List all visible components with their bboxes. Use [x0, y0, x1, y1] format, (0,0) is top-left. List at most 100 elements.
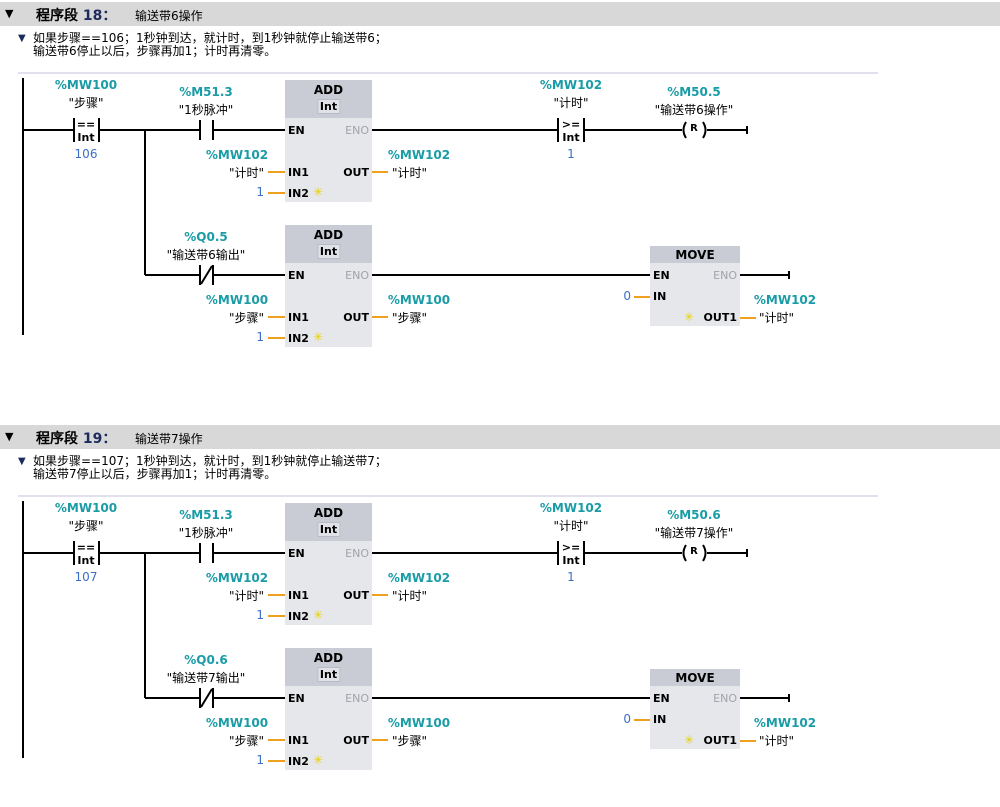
network-header[interactable]: ▼ 程序段 18： 输送带6操作: [0, 2, 1000, 26]
compare-eq-symbol[interactable]: "步骤": [68, 96, 104, 110]
add-instruction-name: ADD: [313, 506, 344, 520]
add-in2-value[interactable]: 1: [256, 608, 264, 622]
collapse-triangle-icon[interactable]: ▼: [5, 430, 14, 443]
compare-ge-operator[interactable]: >=: [561, 541, 581, 554]
contact-no-address[interactable]: %M51.3: [179, 85, 233, 99]
network-comment[interactable]: ▼ 如果步骤==106；1秒钟到达，就计时，到1秒钟就停止输送带6； 输送带6停…: [18, 32, 878, 74]
move-box[interactable]: MOVE EN ENO IN ✳ OUT1: [650, 669, 740, 749]
add-in1-address[interactable]: %MW102: [205, 148, 269, 162]
add-in1-address[interactable]: %MW102: [205, 571, 269, 585]
pin-en: EN: [288, 692, 305, 705]
pin-eno: ENO: [345, 269, 369, 282]
add-out-address[interactable]: %MW102: [387, 571, 451, 585]
contact-no-symbol[interactable]: "1秒脉冲": [178, 526, 234, 540]
pin-out: OUT: [343, 589, 369, 602]
add-out-address[interactable]: %MW100: [387, 716, 451, 730]
add-out-symbol[interactable]: "步骤": [392, 311, 428, 325]
add-input-star-icon[interactable]: ✳: [313, 608, 324, 622]
add-box-step[interactable]: ADD Int EN ENO IN1 OUT IN2 ✳: [285, 225, 372, 347]
reset-coil[interactable]: R: [690, 123, 698, 134]
network-header[interactable]: ▼ 程序段 19： 输送带7操作: [0, 425, 1000, 449]
comment-collapse-icon[interactable]: ▼: [18, 456, 26, 467]
pin-in2: IN2: [288, 332, 309, 345]
compare-eq-type[interactable]: Int: [77, 554, 95, 567]
reset-coil[interactable]: R: [690, 546, 698, 557]
coil-symbol[interactable]: "输送带7操作": [654, 526, 734, 540]
network-number: 18：: [82, 8, 117, 24]
compare-eq-value[interactable]: 107: [74, 570, 98, 584]
compare-eq-type[interactable]: Int: [77, 131, 95, 144]
compare-eq-operator[interactable]: ==: [76, 118, 96, 131]
network-name[interactable]: 输送带6操作: [135, 9, 203, 23]
add-input-star-icon[interactable]: ✳: [313, 185, 324, 199]
add-in1-symbol[interactable]: "步骤": [228, 734, 264, 748]
add-out-symbol[interactable]: "计时": [392, 589, 428, 603]
add-out-symbol[interactable]: "步骤": [392, 734, 428, 748]
move-output-star-icon[interactable]: ✳: [684, 310, 695, 324]
add-in1-address[interactable]: %MW100: [205, 293, 269, 307]
add-box-timer[interactable]: ADD Int EN ENO IN1 OUT IN2 ✳: [285, 503, 372, 625]
contact-nc-symbol[interactable]: "输送带6输出": [166, 248, 246, 262]
ladder-wires: [22, 78, 790, 339]
compare-ge-type[interactable]: Int: [562, 131, 580, 144]
add-in2-value[interactable]: 1: [256, 330, 264, 344]
contact-nc-address[interactable]: %Q0.6: [184, 653, 228, 667]
add-out-address[interactable]: %MW100: [387, 293, 451, 307]
add-in1-address[interactable]: %MW100: [205, 716, 269, 730]
coil-left: [682, 121, 687, 139]
move-out-address[interactable]: %MW102: [753, 716, 817, 730]
coil-right: [702, 544, 707, 562]
pin-out: OUT: [343, 311, 369, 324]
compare-eq-value[interactable]: 106: [74, 147, 98, 161]
add-box-step[interactable]: ADD Int EN ENO IN1 OUT IN2 ✳: [285, 648, 372, 770]
coil-address[interactable]: %M50.5: [667, 85, 721, 99]
move-output-star-icon[interactable]: ✳: [684, 733, 695, 747]
compare-eq-address[interactable]: %MW100: [54, 501, 118, 515]
contact-no-address[interactable]: %M51.3: [179, 508, 233, 522]
add-in2-value[interactable]: 1: [256, 753, 264, 767]
pin-in2: IN2: [288, 755, 309, 768]
compare-ge-symbol[interactable]: "计时": [553, 519, 589, 533]
compare-ge-address[interactable]: %MW102: [539, 501, 603, 515]
move-box[interactable]: MOVE EN ENO IN ✳ OUT1: [650, 246, 740, 326]
contact-nc-symbol[interactable]: "输送带7输出": [166, 671, 246, 685]
move-instruction-name: MOVE: [675, 248, 715, 262]
move-in-value[interactable]: 0: [623, 712, 631, 726]
add-in1-symbol[interactable]: "计时": [228, 166, 264, 180]
pin-en: EN: [653, 269, 670, 282]
add-in1-symbol[interactable]: "步骤": [228, 311, 264, 325]
compare-eq-operator[interactable]: ==: [76, 541, 96, 554]
contact-nc-address[interactable]: %Q0.5: [184, 230, 228, 244]
add-data-type[interactable]: Int: [316, 99, 341, 114]
compare-ge-value[interactable]: 1: [567, 570, 575, 584]
comment-collapse-icon[interactable]: ▼: [18, 33, 26, 44]
network-label: 程序段: [36, 8, 78, 24]
compare-eq-symbol[interactable]: "步骤": [68, 519, 104, 533]
move-in-value[interactable]: 0: [623, 289, 631, 303]
add-in2-value[interactable]: 1: [256, 185, 264, 199]
add-input-star-icon[interactable]: ✳: [313, 330, 324, 344]
coil-symbol[interactable]: "输送带6操作": [654, 103, 734, 117]
add-out-address[interactable]: %MW102: [387, 148, 451, 162]
network-name[interactable]: 输送带7操作: [135, 432, 203, 446]
add-input-star-icon[interactable]: ✳: [313, 753, 324, 767]
add-data-type[interactable]: Int: [316, 522, 341, 537]
compare-ge-symbol[interactable]: "计时": [553, 96, 589, 110]
add-in1-symbol[interactable]: "计时": [228, 589, 264, 603]
coil-address[interactable]: %M50.6: [667, 508, 721, 522]
add-data-type[interactable]: Int: [316, 667, 341, 682]
compare-ge-address[interactable]: %MW102: [539, 78, 603, 92]
compare-ge-type[interactable]: Int: [562, 554, 580, 567]
move-out-symbol[interactable]: "计时": [759, 311, 795, 325]
compare-eq-address[interactable]: %MW100: [54, 78, 118, 92]
compare-ge-value[interactable]: 1: [567, 147, 575, 161]
contact-no-symbol[interactable]: "1秒脉冲": [178, 103, 234, 117]
move-out-symbol[interactable]: "计时": [759, 734, 795, 748]
collapse-triangle-icon[interactable]: ▼: [5, 7, 14, 20]
network-comment[interactable]: ▼ 如果步骤==107；1秒钟到达，就计时，到1秒钟就停止输送带7； 输送带7停…: [18, 455, 878, 497]
add-out-symbol[interactable]: "计时": [392, 166, 428, 180]
add-data-type[interactable]: Int: [316, 244, 341, 259]
add-box-timer[interactable]: ADD Int EN ENO IN1 OUT IN2 ✳: [285, 80, 372, 202]
move-out-address[interactable]: %MW102: [753, 293, 817, 307]
compare-ge-operator[interactable]: >=: [561, 118, 581, 131]
